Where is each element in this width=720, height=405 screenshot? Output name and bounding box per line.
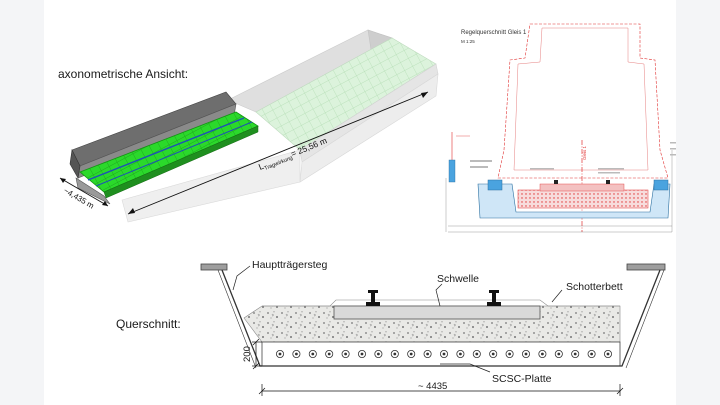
ballast-surface xyxy=(262,299,620,307)
reinforcement-core xyxy=(295,352,298,356)
reinforcement-core xyxy=(475,352,479,356)
figure: LTragwirkung= 25,56 m ~4,435 m axonometr… xyxy=(58,23,676,396)
reinforcement-core xyxy=(524,352,528,356)
reinforcement-core xyxy=(278,352,282,356)
reinforcement-core xyxy=(360,352,364,356)
reinforcement-ring xyxy=(275,349,284,358)
reinforcement-core xyxy=(344,352,347,356)
green-slab xyxy=(79,111,259,199)
thickness-label: 200 xyxy=(242,346,253,362)
width-dimension xyxy=(59,177,109,207)
cross-section-heading: Querschnitt: xyxy=(116,317,181,331)
pale-bridge-section xyxy=(121,29,439,223)
reinforcement-ring xyxy=(587,349,596,358)
reinforcement-ring xyxy=(505,349,514,358)
reinforcement-ring xyxy=(472,349,481,358)
reinforcement-ring xyxy=(538,349,547,358)
reinforcement-ring xyxy=(522,349,531,358)
width-dimension-bottom xyxy=(258,384,624,396)
drawing-title: Regelquerschnitt Gleis 1 xyxy=(461,30,527,36)
reinforcement-core xyxy=(573,352,577,356)
axonometric-heading: axonometrische Ansicht: xyxy=(58,67,188,81)
right-flange xyxy=(626,263,666,271)
rail-right xyxy=(487,290,501,306)
reinforcement-core xyxy=(590,352,593,356)
reinforcement-core xyxy=(606,352,610,356)
reinforcement-ring xyxy=(308,349,317,358)
cable-pole xyxy=(448,132,470,183)
reinforcement-core xyxy=(377,352,380,356)
slide: LTragwirkung= 25,56 m ~4,435 m axonometr… xyxy=(44,0,676,405)
reinforcement-core xyxy=(459,352,462,356)
slab-reinforcement xyxy=(275,349,613,358)
track-axis-label: Gleis 1 xyxy=(582,145,587,160)
reinforcement-core xyxy=(327,352,331,356)
label-sleeper: Schwelle xyxy=(437,273,479,285)
reinforcement-ring xyxy=(554,349,563,358)
reinforcement-core xyxy=(311,352,315,356)
reinforcement-ring xyxy=(456,349,465,358)
reinforcement-ring xyxy=(571,349,580,358)
left-flange xyxy=(200,263,228,271)
reinforcement-ring xyxy=(325,349,334,358)
trough-section xyxy=(477,179,671,219)
axonometric-view: LTragwirkung= 25,56 m ~4,435 m axonometr… xyxy=(58,29,439,223)
reinforcement-core xyxy=(409,352,413,356)
sleeper xyxy=(333,305,541,320)
length-dimension xyxy=(127,91,429,215)
reinforcement-core xyxy=(541,352,544,356)
reinforcement-ring xyxy=(374,349,383,358)
rail-left xyxy=(366,290,380,306)
reinforcement-core xyxy=(557,352,561,356)
label-ballast: Schotterbett xyxy=(566,281,623,293)
left-web xyxy=(221,269,661,367)
reinforcement-core xyxy=(491,352,495,356)
reinforcement-core xyxy=(426,352,429,356)
reinforcement-ring xyxy=(423,349,432,358)
drawing-scale: M 1:25 xyxy=(461,39,475,44)
thickness-dimension xyxy=(252,338,262,370)
drawing-dimensions xyxy=(445,150,673,233)
cross-section: Querschnitt: xyxy=(116,259,666,396)
width-label-bottom: ~ 4435 xyxy=(418,381,447,392)
reinforcement-ring xyxy=(357,349,366,358)
label-web: Hauptträgersteg xyxy=(252,259,327,271)
reinforcement-ring xyxy=(292,349,301,358)
scsc-slab xyxy=(261,341,621,367)
technical-drawing: Regelquerschnitt Gleis 1 M 1:25 Gleis 1 xyxy=(445,23,676,233)
label-slab: SCSC-Platte xyxy=(492,373,552,385)
reinforcement-core xyxy=(442,352,446,356)
reinforcement-core xyxy=(393,352,397,356)
clearance-gauge xyxy=(497,23,669,179)
reinforcement-ring xyxy=(390,349,399,358)
end-face xyxy=(75,177,111,205)
reinforcement-ring xyxy=(489,349,498,358)
reinforcement-ring xyxy=(341,349,350,358)
drawing-annotations xyxy=(470,142,676,174)
leader-lines xyxy=(232,265,563,373)
reinforcement-ring xyxy=(439,349,448,358)
reinforcement-ring xyxy=(604,349,613,358)
reinforcement-ring xyxy=(407,349,416,358)
reinforcement-core xyxy=(508,352,511,356)
